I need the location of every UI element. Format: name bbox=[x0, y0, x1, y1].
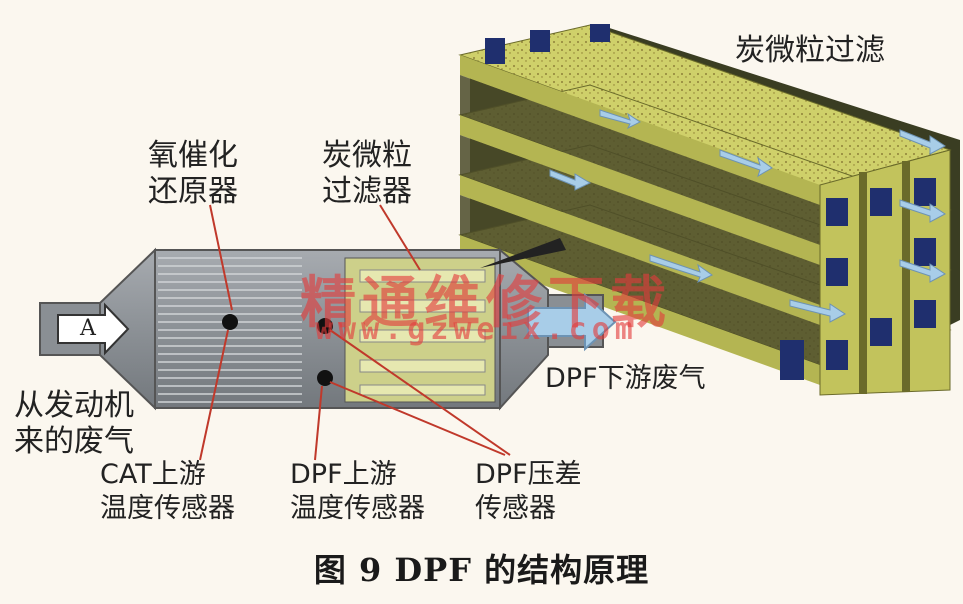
inlet-letter: A bbox=[80, 316, 96, 341]
label-line: 来的废气 bbox=[14, 424, 134, 459]
label-line: 温度传感器 bbox=[100, 493, 235, 524]
label-line: 温度传感器 bbox=[290, 493, 425, 524]
label-line: DPF上游 bbox=[290, 459, 397, 490]
label-dpf-pressure-sensor: DPF压差传感器 bbox=[475, 458, 582, 526]
label-line: CAT上游 bbox=[100, 459, 206, 490]
label-cat-upstream-sensor-text: CAT上游温度传感器 bbox=[100, 458, 235, 526]
label-dpf-downstream: DPF下游废气 bbox=[545, 363, 706, 394]
label-carbon-filter: 炭微粒过滤 bbox=[735, 33, 885, 68]
inlet-arrow bbox=[57, 302, 130, 356]
label-dpf-upstream-sensor-text: DPF上游温度传感器 bbox=[290, 458, 425, 526]
label-line: DPF压差 bbox=[475, 459, 582, 490]
label-catalyst-text: 氧催化还原器 bbox=[148, 138, 238, 210]
label-dpf-upstream-sensor: DPF上游温度传感器 bbox=[290, 458, 425, 526]
catalyst-honeycomb bbox=[158, 257, 302, 403]
label-line: 过滤器 bbox=[322, 174, 412, 209]
watermark-chinese: 精通维修下载 bbox=[300, 271, 672, 336]
flow-arrows bbox=[549, 109, 946, 323]
label-cat-upstream-sensor: CAT上游温度传感器 bbox=[100, 458, 235, 526]
label-catalyst: 氧催化还原器 bbox=[148, 138, 238, 210]
label-line: 从发动机 bbox=[14, 388, 134, 423]
figure-caption: 图 9 DPF 的结构原理 bbox=[313, 551, 650, 589]
label-engine-exhaust: 从发动机来的废气 bbox=[14, 388, 134, 460]
label-dpf-pressure-sensor-text: DPF压差传感器 bbox=[475, 458, 582, 526]
channel-plugs bbox=[485, 24, 936, 380]
label-dpf-filter: 炭微粒过滤器 bbox=[322, 138, 412, 210]
label-line: 还原器 bbox=[148, 174, 238, 209]
filter-channels bbox=[359, 269, 486, 396]
label-dpf-filter-text: 炭微粒过滤器 bbox=[322, 138, 412, 210]
label-line: 氧催化 bbox=[148, 138, 238, 173]
outlet-arrow bbox=[527, 292, 617, 352]
cat-upstream-sensor-dot bbox=[222, 314, 238, 330]
label-engine-exhaust-text: 从发动机来的废气 bbox=[14, 388, 134, 460]
dpf-pressure-sensor-dot bbox=[317, 370, 333, 386]
leader-lines bbox=[199, 204, 511, 461]
watermark-url: www.gzweix.com bbox=[315, 312, 638, 347]
dpf-upstream-sensor-dot bbox=[317, 318, 333, 334]
label-line: 炭微粒 bbox=[322, 138, 412, 173]
dpf-housing bbox=[39, 247, 617, 411]
label-line: 传感器 bbox=[475, 493, 556, 524]
zoom-pointer bbox=[480, 238, 566, 268]
